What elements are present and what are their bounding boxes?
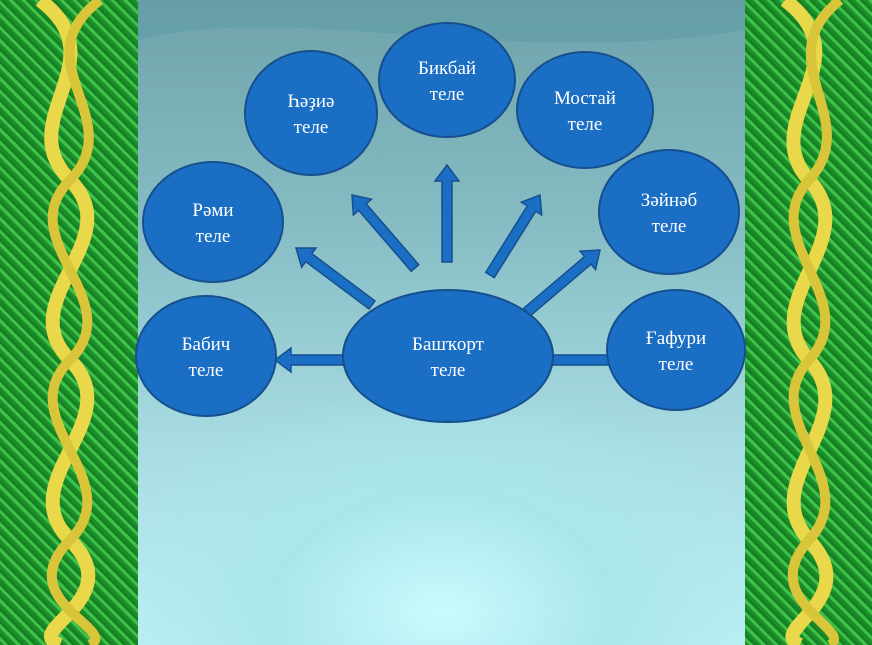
arrow bbox=[294, 247, 377, 311]
node-ellipse bbox=[606, 289, 746, 411]
node-label: теле bbox=[652, 216, 687, 237]
node-ellipse bbox=[378, 22, 516, 138]
node-label: теле bbox=[430, 84, 465, 105]
node-label: Мостай bbox=[554, 88, 616, 109]
node-label: Ғафури bbox=[646, 328, 706, 349]
node-4: Рәми теле bbox=[142, 161, 284, 283]
gold-ornament-icon bbox=[35, 0, 104, 645]
node-1: Бикбай теле bbox=[378, 22, 516, 138]
node-label: Рәми bbox=[192, 200, 233, 221]
node-label: Зәйнәб bbox=[641, 190, 697, 211]
node-ellipse bbox=[244, 50, 378, 176]
node-ellipse bbox=[135, 295, 277, 417]
arrow bbox=[484, 193, 543, 279]
node-5: Зәйнәб теле bbox=[598, 149, 740, 275]
center-node: Башҡорт теле bbox=[342, 289, 554, 423]
node-label: теле bbox=[659, 354, 694, 375]
node-ellipse bbox=[142, 161, 284, 283]
decorative-border-right bbox=[745, 0, 872, 645]
node-6: Бабич теле bbox=[135, 295, 277, 417]
arrow bbox=[351, 194, 420, 273]
node-3: Мостай теле bbox=[516, 51, 654, 169]
node-label: теле bbox=[431, 360, 466, 381]
gold-ornament-icon bbox=[780, 0, 844, 645]
node-label: теле bbox=[189, 360, 224, 381]
node-label: Бабич bbox=[182, 334, 231, 355]
node-ellipse bbox=[516, 51, 654, 169]
node-label: Башҡорт bbox=[412, 334, 485, 355]
node-2: Һәҙиә теле bbox=[244, 50, 378, 176]
node-label: Бикбай bbox=[418, 58, 476, 79]
decorative-border-left bbox=[0, 0, 138, 645]
node-ellipse bbox=[342, 289, 554, 423]
node-label: Һәҙиә bbox=[288, 91, 335, 112]
node-7: Ғафури теле bbox=[606, 289, 746, 411]
node-label: теле bbox=[196, 226, 231, 247]
wave-decoration bbox=[138, 0, 745, 43]
arrow bbox=[433, 163, 461, 263]
node-label: теле bbox=[294, 117, 329, 138]
node-label: теле bbox=[568, 114, 603, 135]
node-ellipse bbox=[598, 149, 740, 275]
arrow bbox=[522, 249, 601, 317]
